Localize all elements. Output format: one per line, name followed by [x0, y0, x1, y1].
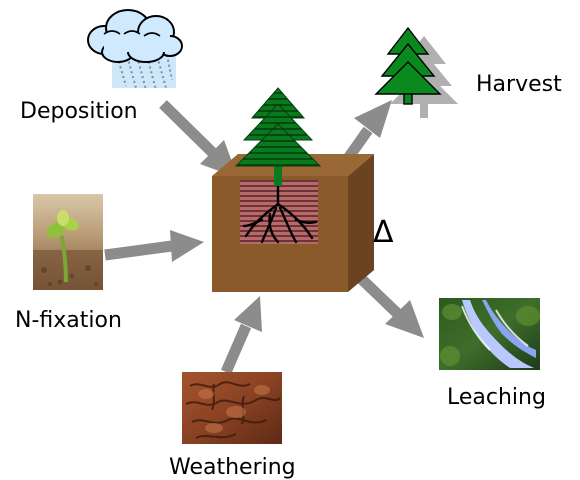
label-leaching: Leaching — [447, 385, 546, 410]
delta-symbol: Δ — [373, 215, 394, 250]
arrow-n-fixation — [104, 230, 204, 262]
label-weathering: Weathering — [169, 455, 296, 480]
waterfall-photo — [439, 298, 540, 370]
sprout-photo — [33, 194, 103, 290]
root-panel — [240, 180, 318, 244]
weathered-rock-photo — [182, 372, 282, 444]
arrow-weathering — [220, 296, 262, 375]
harvest-tree-icon — [374, 26, 458, 118]
rain-cloud-icon — [87, 9, 183, 91]
conifer-tree-icon — [234, 87, 322, 186]
label-harvest: Harvest — [476, 72, 562, 97]
label-deposition: Deposition — [20, 99, 138, 124]
label-n-fixation: N-fixation — [15, 308, 122, 333]
